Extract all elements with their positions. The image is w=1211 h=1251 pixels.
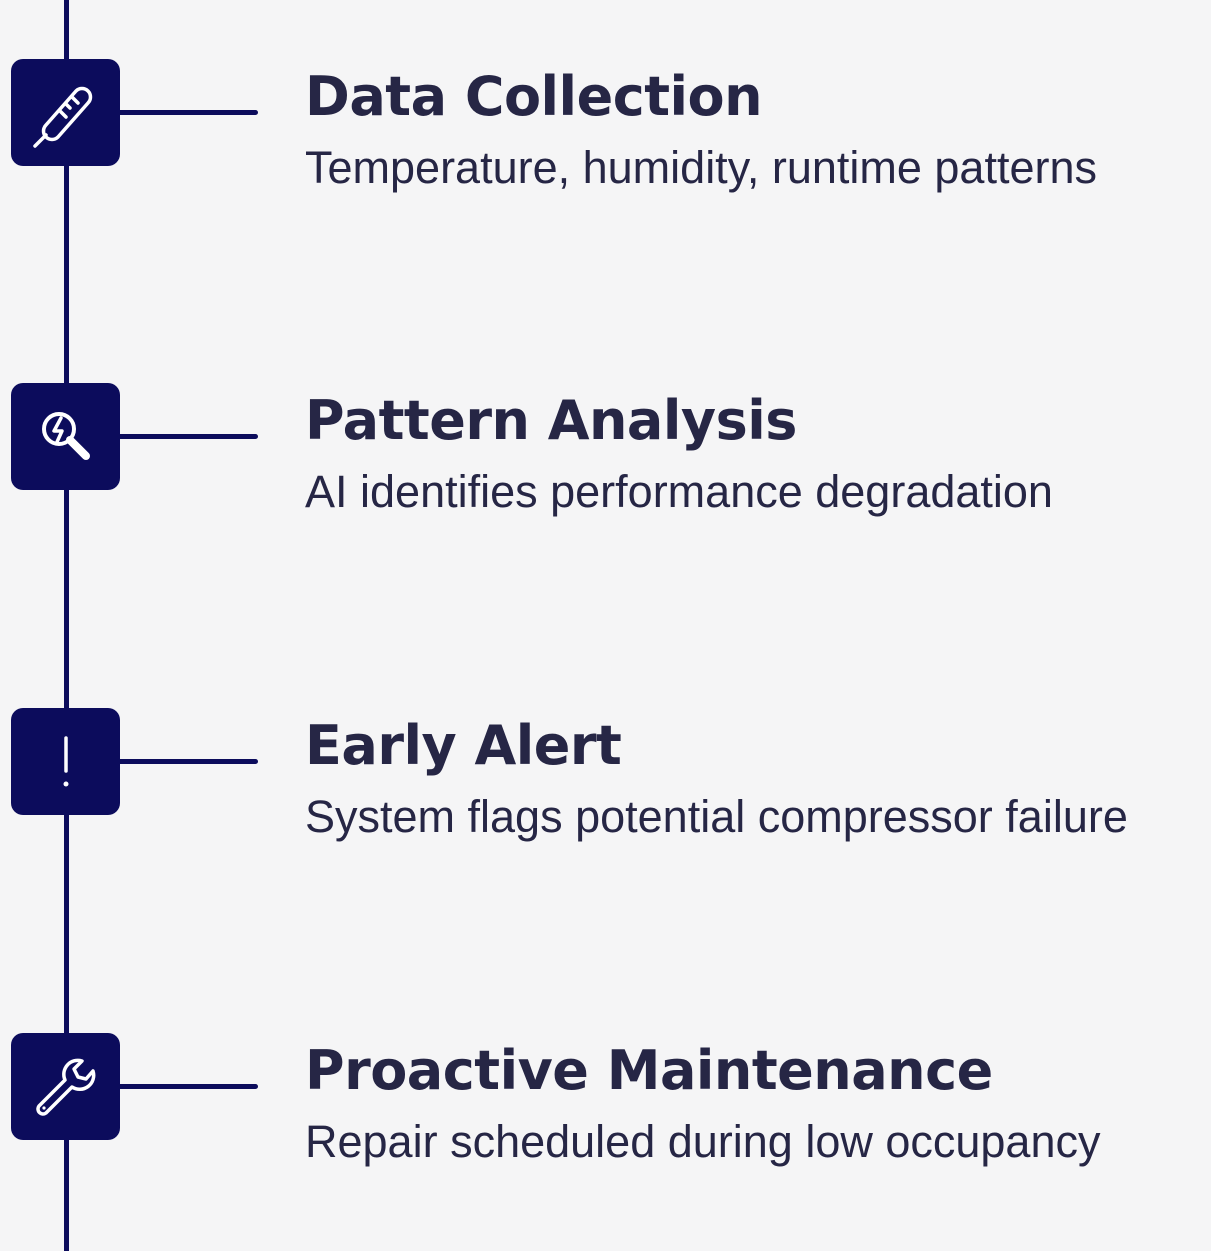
step-title: Proactive Maintenance xyxy=(305,1039,993,1102)
step-icon-box xyxy=(11,383,120,490)
step-connector xyxy=(119,434,258,439)
timeline-step-early-alert: Early Alert System flags potential compr… xyxy=(0,708,1211,842)
exclamation-icon xyxy=(63,735,68,786)
wrench-icon xyxy=(35,1058,95,1116)
step-description: Repair scheduled during low occupancy xyxy=(305,1116,1101,1167)
magnifier-lightning-icon xyxy=(41,411,90,460)
step-connector xyxy=(119,1084,258,1089)
step-description: System flags potential compressor failur… xyxy=(305,791,1128,842)
step-connector xyxy=(119,110,258,115)
step-icon-box xyxy=(11,1033,120,1140)
step-title: Data Collection xyxy=(305,65,763,128)
step-icon-box xyxy=(11,59,120,166)
step-title: Pattern Analysis xyxy=(305,389,797,452)
timeline-line xyxy=(64,0,69,1251)
thermometer-icon xyxy=(32,86,92,148)
step-title: Early Alert xyxy=(305,714,622,777)
timeline-step-data-collection: Data Collection Temperature, humidity, r… xyxy=(0,59,1211,193)
timeline-step-proactive-maintenance: Proactive Maintenance Repair scheduled d… xyxy=(0,1033,1211,1167)
step-icon-box xyxy=(11,708,120,815)
timeline-step-pattern-analysis: Pattern Analysis AI identifies performan… xyxy=(0,383,1211,517)
step-connector xyxy=(119,759,258,764)
step-description: Temperature, humidity, runtime patterns xyxy=(305,142,1098,193)
step-description: AI identifies performance degradation xyxy=(305,466,1053,517)
